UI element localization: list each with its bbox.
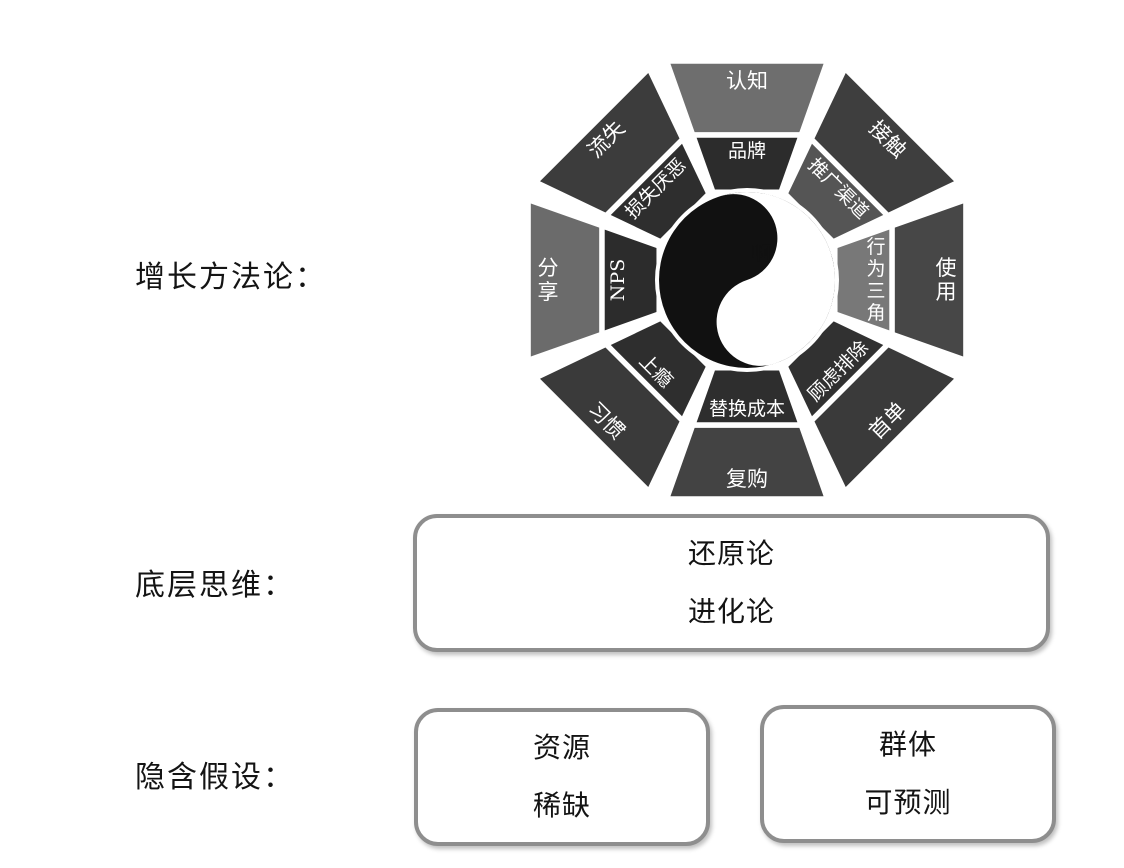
assumption-1-line-2: 稀缺 bbox=[532, 789, 591, 822]
inner-segment-label-2: 行为三角 bbox=[866, 236, 885, 324]
inner-segment-label-4: 替换成本 bbox=[709, 398, 785, 420]
outer-segment-3 bbox=[814, 347, 955, 488]
inner-segment-1 bbox=[788, 143, 884, 239]
outer-segment-7 bbox=[539, 72, 680, 213]
assumption-2-line-2: 可预测 bbox=[864, 786, 952, 819]
growth-methodology-label: 增长方法论： bbox=[135, 260, 327, 295]
inner-segment-label-6: NPS bbox=[607, 259, 629, 301]
group-predictable-box: 群体 可预测 bbox=[760, 705, 1056, 843]
assumption-1-line-1: 资源 bbox=[532, 731, 591, 764]
implicit-assumption-label: 隐含假设： bbox=[135, 760, 295, 795]
outer-segment-4 bbox=[670, 427, 824, 497]
resource-scarcity-box: 资源 稀缺 bbox=[414, 708, 710, 846]
outer-segment-0 bbox=[670, 63, 824, 133]
outer-segment-6 bbox=[530, 203, 600, 357]
assumption-2-line-1: 群体 bbox=[878, 728, 937, 761]
inner-segment-2 bbox=[837, 229, 890, 331]
inner-segment-4 bbox=[696, 370, 798, 423]
outer-segment-label-0: 认知 bbox=[726, 69, 768, 93]
inner-segment-7 bbox=[610, 143, 706, 239]
underlying-thinking-box: 还原论 进化论 bbox=[413, 514, 1050, 652]
outer-segment-label-6: 分享 bbox=[538, 256, 559, 304]
outer-segment-2 bbox=[894, 203, 964, 357]
inner-segment-label-0: 品牌 bbox=[728, 140, 766, 162]
outer-segment-label-2: 使用 bbox=[936, 256, 957, 304]
base-line-1: 还原论 bbox=[687, 537, 775, 570]
outer-segment-5 bbox=[539, 347, 680, 488]
underlying-thinking-label: 底层思维： bbox=[135, 568, 295, 603]
taiji-bottom-text: 哈 bbox=[719, 301, 739, 325]
taiji-top-text: 啊 bbox=[751, 241, 771, 265]
inner-segment-3 bbox=[788, 321, 884, 417]
outer-segment-1 bbox=[814, 72, 955, 213]
inner-segment-0 bbox=[696, 137, 798, 190]
base-line-2: 进化论 bbox=[687, 595, 775, 628]
taiji-yang bbox=[716, 192, 835, 366]
inner-segment-6 bbox=[604, 229, 657, 331]
outer-segment-label-4: 复购 bbox=[726, 467, 768, 491]
taiji-center: 啊哈 bbox=[655, 188, 839, 372]
inner-segment-5 bbox=[610, 321, 706, 417]
